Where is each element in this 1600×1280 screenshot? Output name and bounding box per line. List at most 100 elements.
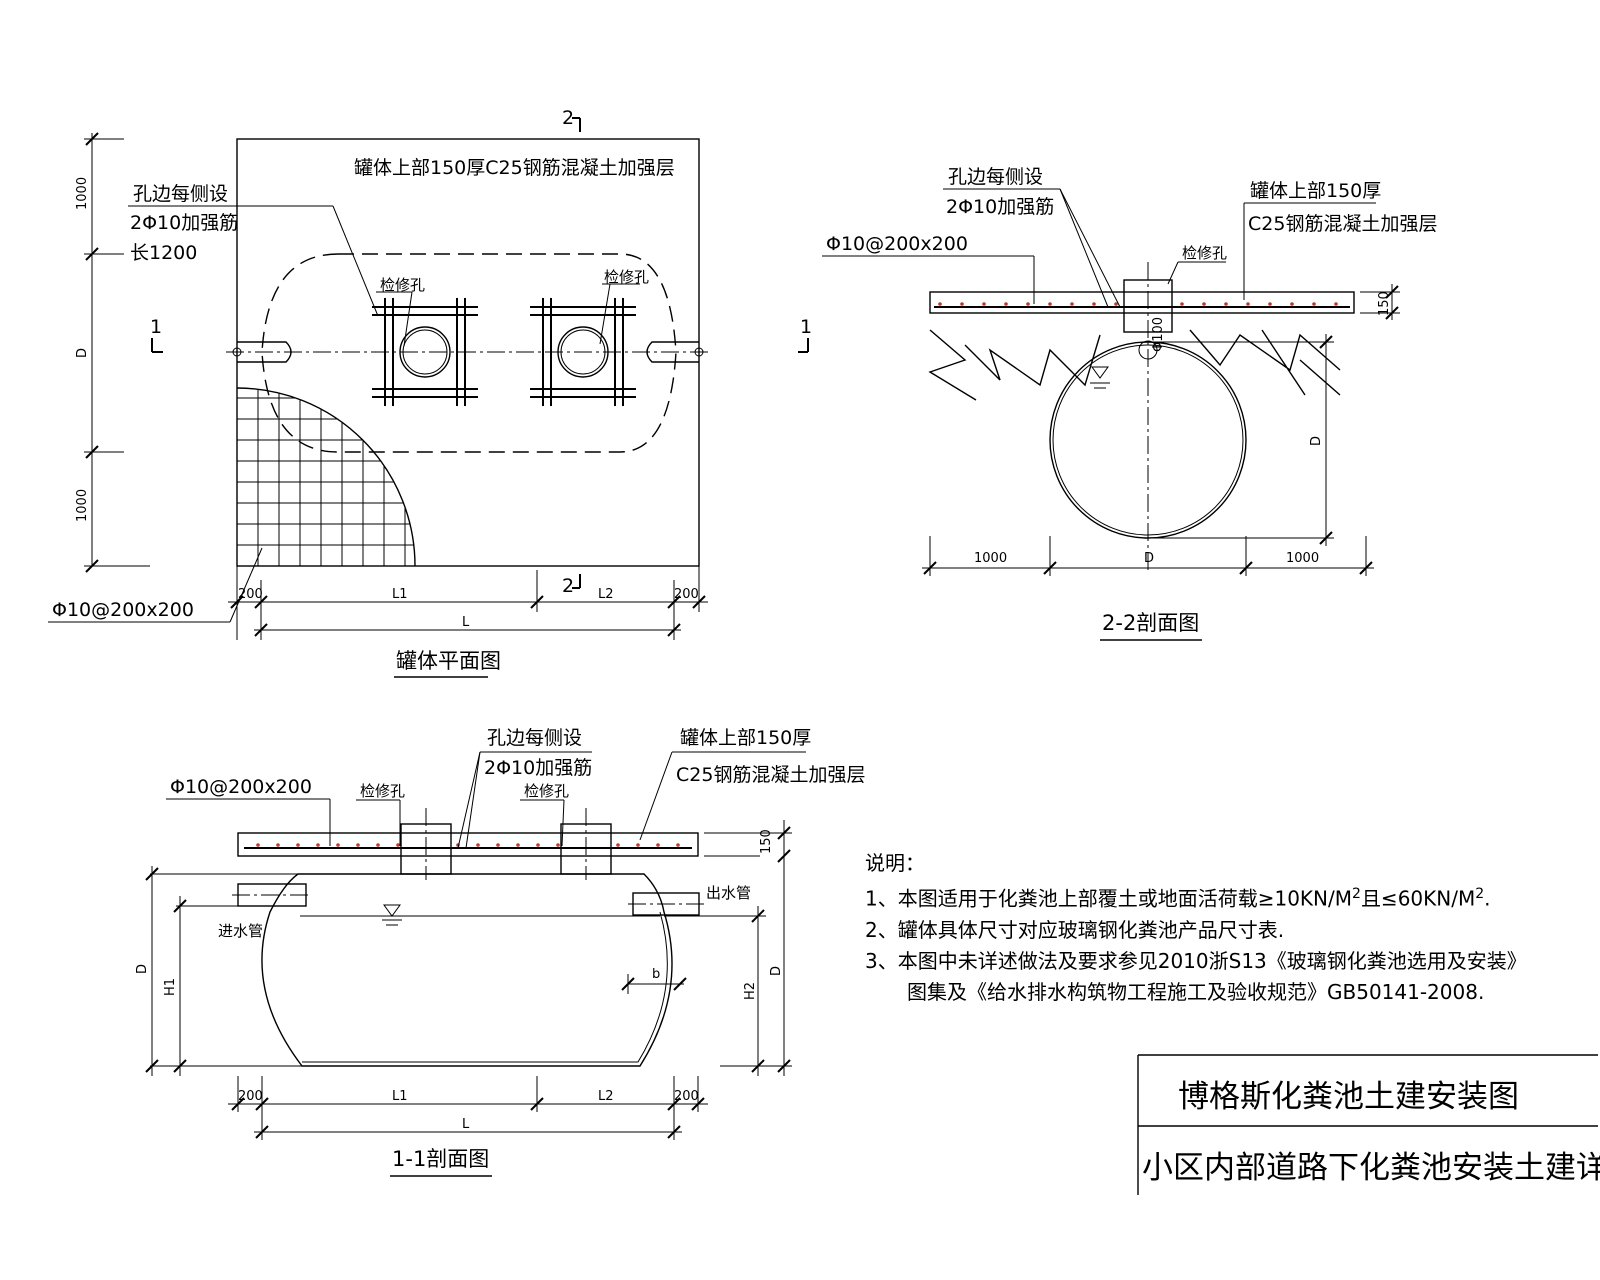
s22-dim-150: 150 (1377, 291, 1392, 316)
s22-dim-pipe: Φ100 (1151, 317, 1166, 352)
plan-rebar-mesh (237, 388, 415, 566)
plan-layer-note: 罐体上部150厚C25钢筋混凝土加强层 (354, 157, 675, 179)
rebar-dot (616, 843, 620, 847)
rebar-dot (376, 843, 380, 847)
s11-rebar-dots (256, 843, 680, 847)
s11-dim-right-200: 200 (674, 1089, 699, 1104)
plan-tank-outline (261, 253, 677, 453)
plan-hole-rebar-line1: 孔边每侧设 (133, 183, 228, 205)
section-2-2: Φ100 孔边每侧设 2Φ10加强筋 罐体上部150厚 C25钢筋混凝土加强层 … (822, 166, 1437, 641)
rebar-dot (676, 843, 680, 847)
plan-mesh-label: Φ10@200x200 (52, 599, 194, 621)
rebar-dot (1114, 302, 1118, 306)
plan-mesh-arc (236, 387, 416, 567)
rebar-dot (476, 843, 480, 847)
plan-dim-top: 1000 (75, 177, 90, 210)
plan-outlet-node (694, 347, 704, 357)
s11-outlet-label: 出水管 (706, 884, 751, 902)
plan-section-1-right: 1 (800, 316, 812, 338)
plan-section-2-top: 2 (562, 107, 574, 129)
s11-dim-h1: H1 (163, 978, 178, 996)
s11-dim-d-right: D (769, 966, 784, 976)
plan-inlet-pipe (237, 341, 292, 363)
title-block-frame (1137, 1054, 1598, 1195)
notes-line1: 1、本图适用于化粪池上部覆土或地面活荷载≥10KN/M2且≤60KN/M2. (865, 886, 1491, 911)
plan-dim-l2: L2 (598, 587, 614, 602)
plan-manhole-label-left: 检修孔 (380, 276, 425, 294)
s22-mesh-label: Φ10@200x200 (826, 233, 968, 255)
rebar-dot (1202, 302, 1206, 306)
s11-manhole-label-left: 检修孔 (360, 782, 405, 800)
s11-manhole-label-right: 检修孔 (524, 782, 569, 800)
rebar-dot (982, 302, 986, 306)
plan-dim-l1: L1 (392, 587, 408, 602)
plan-outlet-pipe (646, 341, 699, 363)
s22-title: 2-2剖面图 (1102, 611, 1199, 635)
rebar-dot (536, 843, 540, 847)
plan-title: 罐体平面图 (396, 649, 501, 673)
plan-view: 罐体上部150厚C25钢筋混凝土加强层 (48, 107, 812, 678)
plan-manhole-label-right: 检修孔 (604, 268, 649, 286)
s22-layer-line1: 罐体上部150厚 (1250, 180, 1381, 202)
s22-hole-rebar-line2: 2Φ10加强筋 (946, 196, 1054, 218)
plan-dim-middle: D (75, 348, 90, 358)
plan-bottom-dimensions (228, 566, 708, 640)
plan-inlet-node (232, 347, 242, 357)
rebar-dot (516, 843, 520, 847)
s11-dim-l2: L2 (598, 1089, 614, 1104)
notes-block: 说明： 1、本图适用于化粪池上部覆土或地面活荷载≥10KN/M2且≤60KN/M… (865, 848, 1527, 1008)
s11-hole-rebar-line2: 2Φ10加强筋 (484, 757, 592, 779)
s11-tank (261, 873, 673, 1067)
section-1-1: 进水管 出水管 孔边每侧设 2Φ10加强筋 罐体上部150厚 C25钢筋混凝土加… (135, 727, 865, 1177)
s22-dim-d: D (1144, 551, 1154, 566)
rebar-dot (1048, 302, 1052, 306)
rebar-dot (656, 843, 660, 847)
s11-layer-line1: 罐体上部150厚 (680, 727, 811, 749)
rebar-dot (636, 843, 640, 847)
rebar-dot (1268, 302, 1272, 306)
plan-section-1-left: 1 (150, 316, 162, 338)
rebar-dot (336, 843, 340, 847)
rebar-dot (496, 843, 500, 847)
s11-layer-line2: C25钢筋混凝土加强层 (676, 764, 865, 786)
s22-dim-d-vertical: D (1309, 436, 1324, 446)
notes-line2: 2、罐体具体尺寸对应玻璃钢化粪池产品尺寸表. (865, 917, 1285, 942)
s22-dim-right-1000: 1000 (1286, 551, 1319, 566)
s11-hole-rebar-line1: 孔边每侧设 (487, 727, 582, 749)
s22-manhole-label: 检修孔 (1182, 244, 1227, 262)
s11-dim-d-left: D (135, 964, 150, 974)
rebar-dot (396, 843, 400, 847)
plan-manhole-right (530, 298, 636, 406)
rebar-dot (1224, 302, 1228, 306)
s11-dim-l1: L1 (392, 1089, 408, 1104)
plan-dim-right-200: 200 (674, 587, 699, 602)
plan-section-2-bottom: 2 (562, 575, 574, 597)
s11-dim-left-200: 200 (238, 1089, 263, 1104)
title-block-line1: 博格斯化粪池土建安装图 (1178, 1079, 1519, 1115)
rebar-dot (1026, 302, 1030, 306)
s22-soil-hatch (928, 329, 1341, 401)
rebar-dot (356, 843, 360, 847)
title-block: 博格斯化粪池土建安装图 小区内部道路下化粪池安装土建详图 (1138, 1055, 1600, 1195)
notes-line4: 图集及《给水排水构筑物工程施工及验收规范》GB50141-2008. (907, 979, 1485, 1004)
s11-title: 1-1剖面图 (392, 1147, 489, 1171)
rebar-dot (276, 843, 280, 847)
s11-inlet-label: 进水管 (218, 922, 263, 940)
plan-hole-rebar-line3: 长1200 (130, 242, 197, 264)
s22-layer-line2: C25钢筋混凝土加强层 (1248, 213, 1437, 235)
s22-slab (929, 291, 1355, 314)
rebar-dot (556, 843, 560, 847)
rebar-dot (1290, 302, 1294, 306)
rebar-dot (960, 302, 964, 306)
s22-rebar-dots (938, 302, 1338, 306)
plan-left-dimensions (84, 132, 150, 573)
s22-tank (1049, 341, 1247, 539)
rebar-dot (1180, 302, 1184, 306)
rebar-dot (1070, 302, 1074, 306)
s11-mesh-label: Φ10@200x200 (170, 776, 312, 798)
s22-dim-left-1000: 1000 (974, 551, 1007, 566)
s11-dim-b: b (652, 967, 660, 982)
rebar-dot (1246, 302, 1250, 306)
plan-manhole-left (372, 298, 478, 406)
rebar-dot (1312, 302, 1316, 306)
